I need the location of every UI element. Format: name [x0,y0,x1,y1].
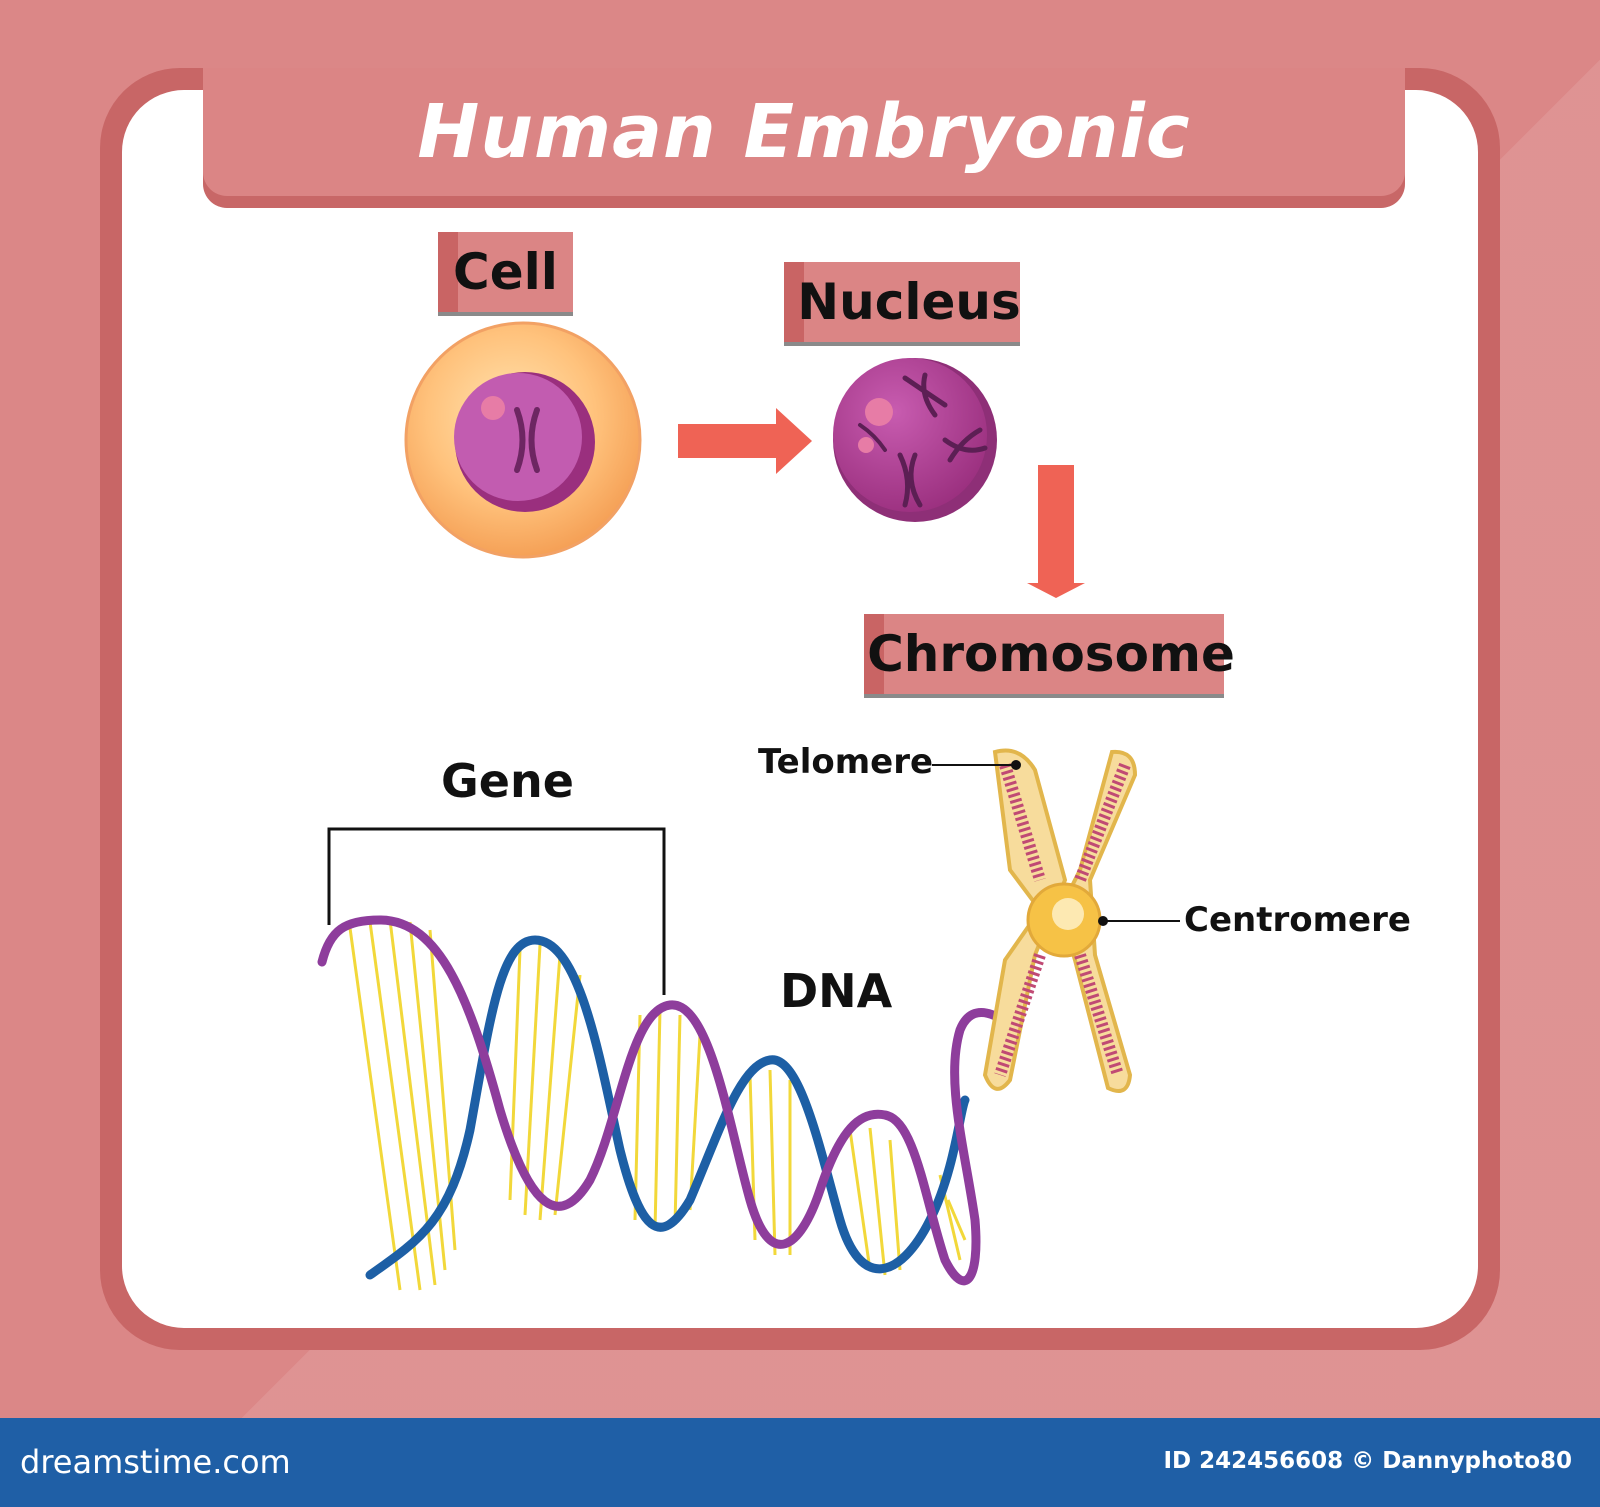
cell-label-text: Cell [453,243,558,301]
cell-icon [404,321,642,559]
title-bar [203,68,1405,196]
dna-rungs [348,919,967,1291]
page-title: Human Embryonic Development [417,89,1191,295]
chromosome-label: Chromosome [864,614,1235,694]
gene-label: Gene [441,754,574,808]
chromosome-icon [982,748,1138,1093]
diagram-art [317,321,1180,1291]
centromere-label: Centromere [1184,900,1411,940]
footer-bar [0,1418,1600,1507]
cell-label: Cell [438,232,573,312]
gene-bracket [327,827,666,995]
telomere-dot [1011,760,1021,770]
nucleus-label: Nucleus [784,262,1021,342]
arrow-down-icon [1027,465,1085,598]
arrow-right-icon [678,408,812,474]
chromosome-label-text: Chromosome [867,625,1235,683]
telomere-label: Telomere [758,742,934,782]
centromere-dot [1098,916,1108,926]
footer-id-credit: ID 242456608 © Dannyphoto80 [1163,1448,1573,1474]
dna-label: DNA [780,964,893,1018]
dna-strand-blue [365,935,970,1280]
footer-brand[interactable]: dreamstime.com [20,1443,291,1481]
dna-strand-purple [317,915,1015,1286]
nucleus-label-text: Nucleus [797,273,1021,331]
nucleus-icon [833,358,997,522]
